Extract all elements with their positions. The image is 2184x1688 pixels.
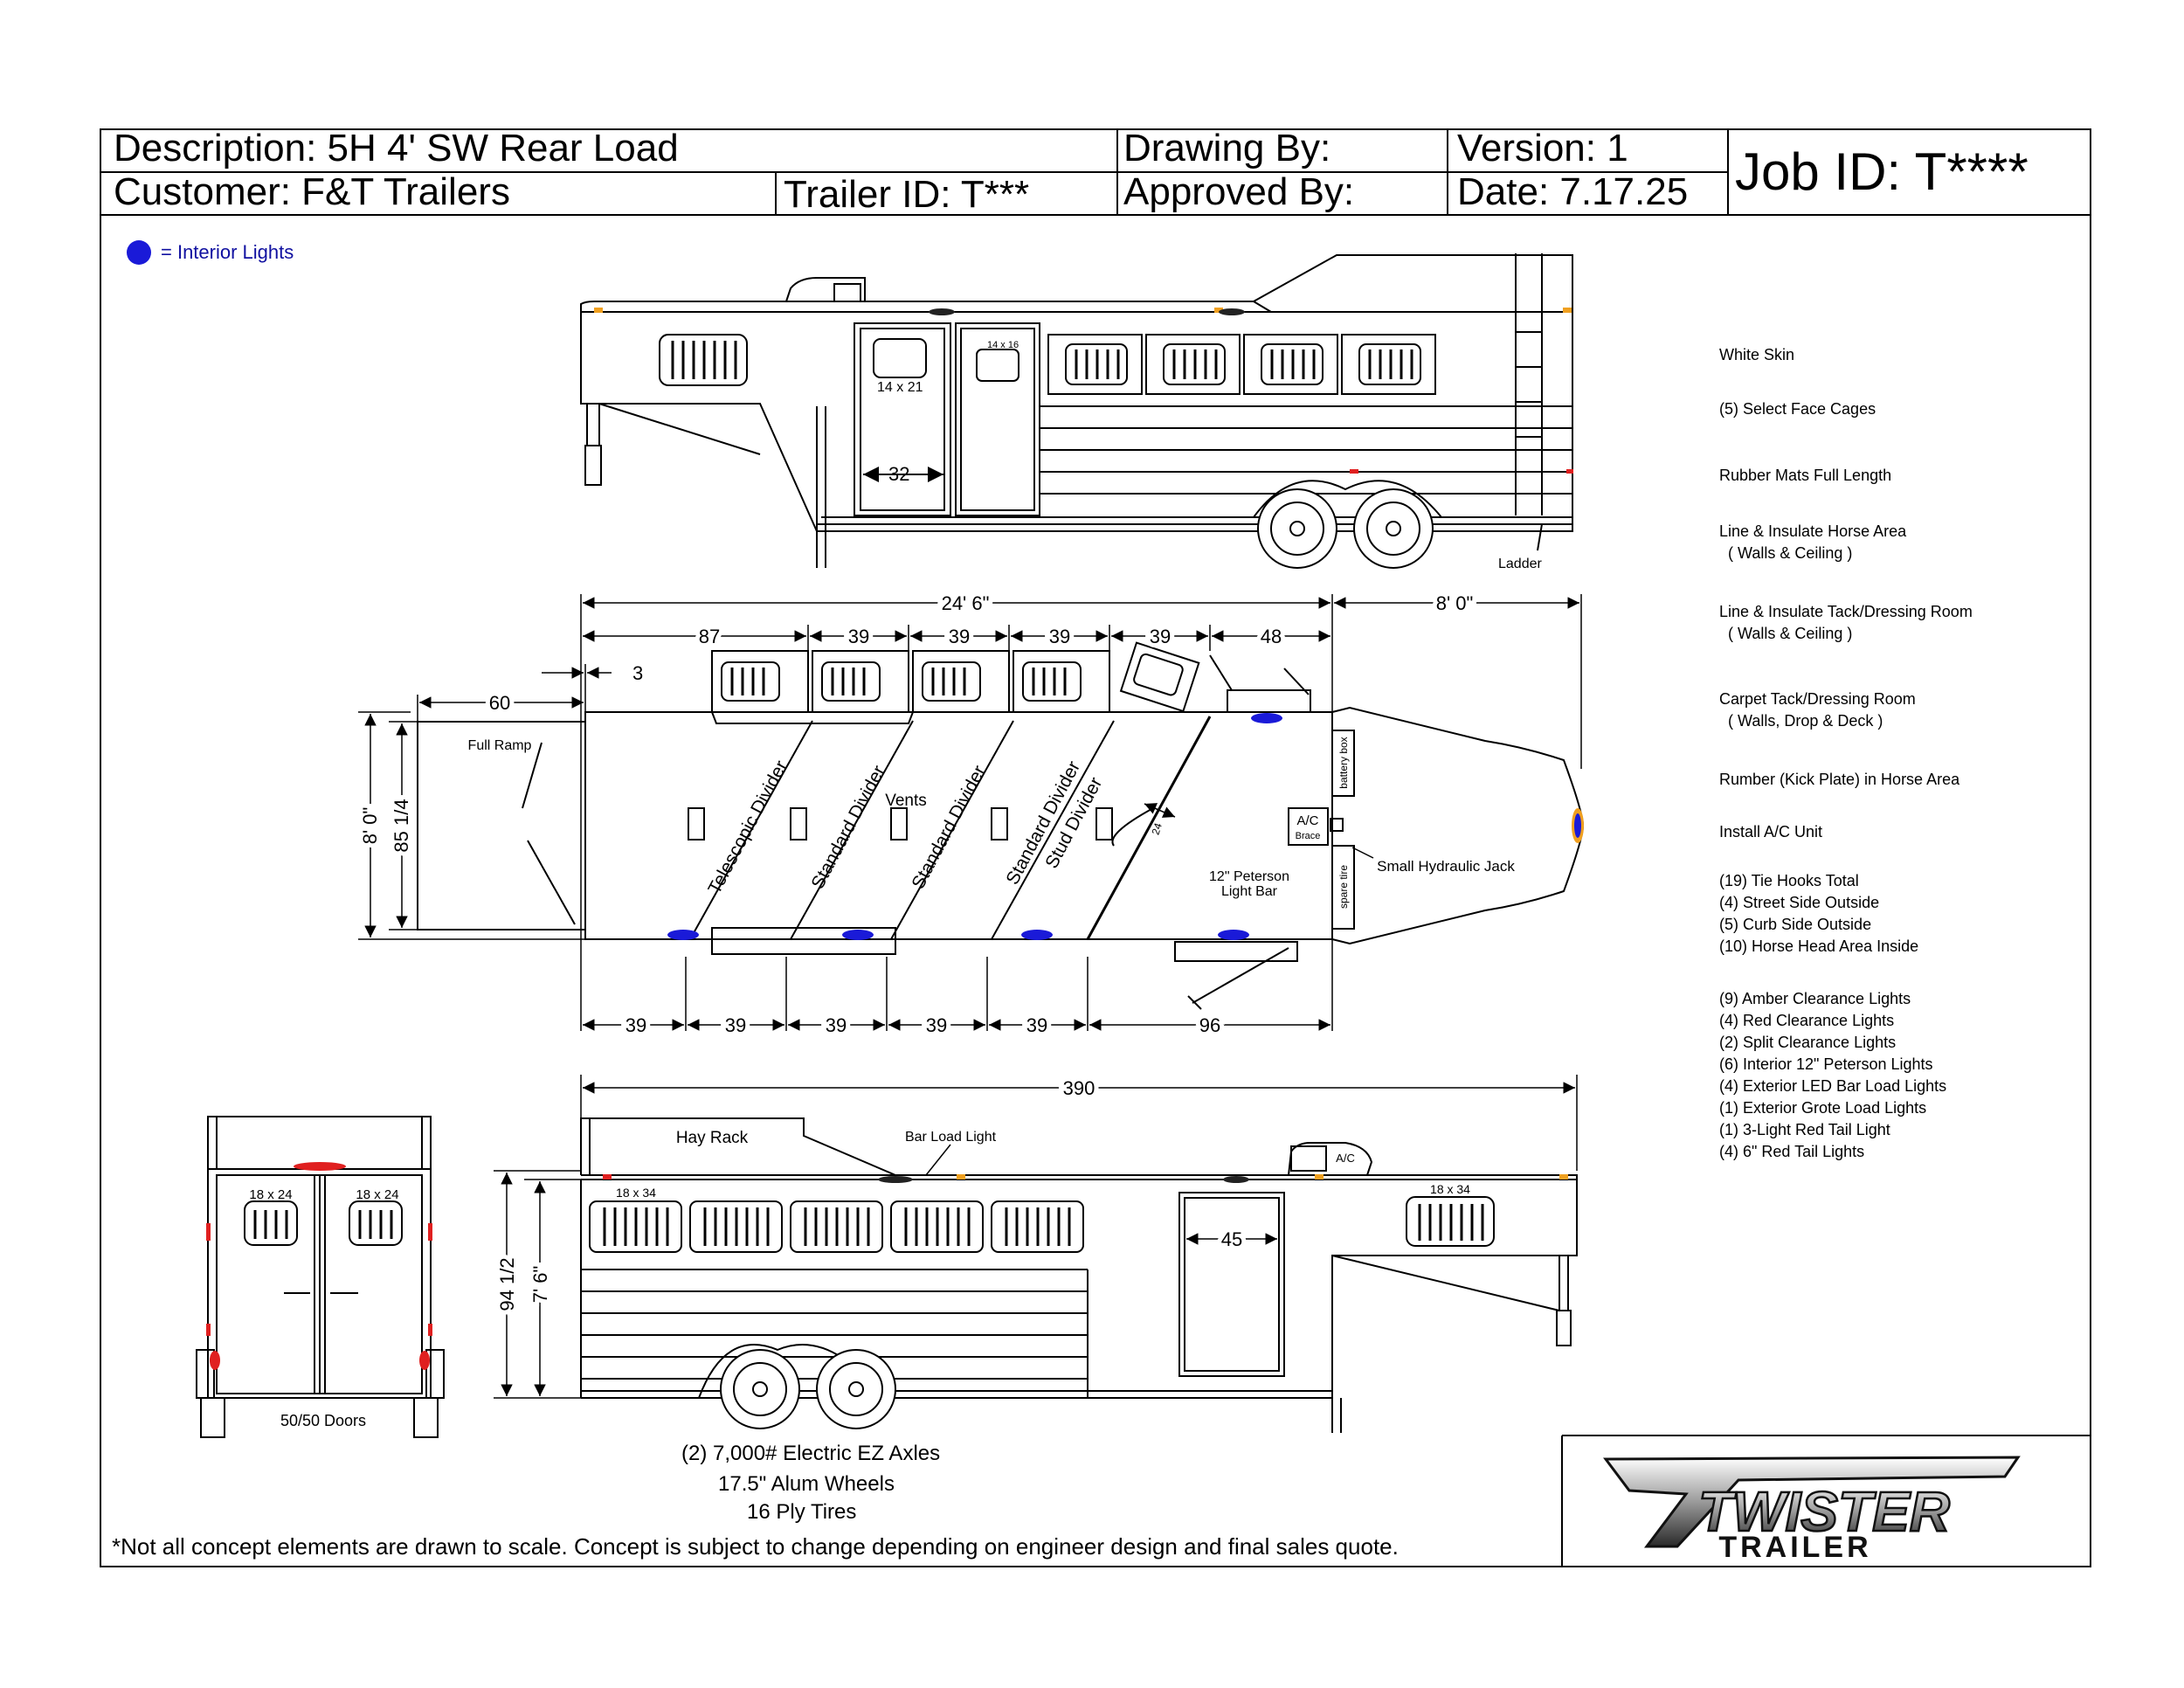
spec-item: Rubber Mats Full Length [1719,467,1892,484]
top-dim-label: 39 [949,626,970,647]
rear-cage-bars [253,1210,393,1239]
ramp-dim-label: 60 [489,692,510,714]
version-field: Version: 1 [1457,127,1628,169]
interior-light-legend-label: = Interior Lights [161,241,294,263]
ac-label: A/C [1336,1152,1355,1165]
date-field: Date: 7.17.25 [1457,170,1689,213]
window-size-label: 14 x 16 [987,340,1019,350]
rear-lights [206,1162,432,1370]
peterson-light-label-1: 12" Peterson [1209,869,1289,884]
hydraulic-jack-label: Small Hydraulic Jack [1377,858,1515,875]
disclaimer-footnote: *Not all concept elements are drawn to s… [112,1533,1399,1560]
floor-plan-dims [358,594,1582,1031]
bottom-dim-label: 39 [725,1014,746,1036]
top-dim-label: 39 [1150,626,1171,647]
rear-doors-label: 50/50 Doors [280,1412,366,1429]
bottom-dim-label: 39 [625,1014,646,1036]
spec-item: Carpet Tack/Dressing Room ( Walls, Drop … [1719,690,1916,730]
overall-length-label: 24' 6" [942,592,990,614]
divider-label: Standard Divider [807,762,889,892]
interior-lights [667,713,1584,940]
bottom-dim-label: 39 [826,1014,847,1036]
offset-dim-label: 3 [632,662,643,684]
spec-item: White Skin [1719,346,1795,363]
axle-spec-3: 16 Ply Tires [747,1500,857,1524]
axle-spec-2: 17.5" Alum Wheels [718,1472,895,1496]
rear-view-labels: 18 x 24 18 x 24 50/50 Doors [249,1187,398,1429]
peterson-light-label-2: Light Bar [1221,884,1278,899]
rear-window-label: 18 x 24 [249,1187,292,1202]
logo-wordmark: TWISTER [1698,1480,1950,1543]
divider-label: Standard Divider [908,762,990,892]
interior-light-legend-dot [127,240,151,265]
cage-bars-floor [730,668,1067,695]
spec-item: (5) Select Face Cages [1719,400,1876,418]
spare-tire-label: spare tire [1337,865,1350,909]
trailer-id-field: Trailer ID: T*** [784,173,1030,216]
top-dim-label: 39 [1049,626,1070,647]
ladder-label: Ladder [1498,557,1542,571]
customer-field: Customer: F&T Trailers [114,170,510,213]
top-dim-label: 48 [1261,626,1282,647]
door-width-label: 45 [1221,1228,1242,1250]
top-dim-label: 39 [848,626,869,647]
cage-bars-top [671,341,1413,379]
description-field: Description: 5H 4' SW Rear Load [114,127,679,169]
twister-trailer-logo: TWISTER TRAILER [1603,1456,2021,1564]
side-view-curbside [580,253,1573,568]
ac-brace-label-1: A/C [1296,813,1318,828]
approved-by-field: Approved By: [1123,170,1355,213]
ramp-label: Full Ramp [468,738,532,753]
vents-label: Vents [885,792,927,810]
wheels-bottom [720,1349,896,1429]
floor-plan [417,641,1585,1010]
bottom-dim-label: 39 [926,1014,947,1036]
floor-plan-arrows [364,597,1579,1031]
job-id-field: Job ID: T**** [1735,142,2028,201]
height-inner-label: 7' 6" [529,1266,551,1304]
top-dim-label: 87 [699,626,720,647]
window-size-label: 14 x 21 [877,380,923,395]
spec-item: Line & Insulate Tack/Dressing Room ( Wal… [1719,603,1973,642]
drawing-by-field: Drawing By: [1123,127,1331,169]
side-view-bottom-labels: 390 Hay Rack Bar Load Light A/C 18 x 34 … [492,1073,1470,1316]
neck-length-label: 8' 0" [1436,592,1474,614]
logo-subword: TRAILER [1718,1531,1871,1564]
battery-box-label: battery box [1337,737,1350,788]
bar-load-light-label: Bar Load Light [905,1130,997,1145]
bottom-dim-label: 39 [1026,1014,1047,1036]
clearance-lights-top [594,308,1573,474]
clearance-lights-bottom [603,1174,1568,1183]
spec-item: (9) Amber Clearance Lights (4) Red Clear… [1719,990,1947,1160]
side-view-bottom-dims [494,1075,1578,1399]
cage-bars-bottom [603,1204,1484,1246]
axle-spec-1: (2) 7,000# Electric EZ Axles [681,1442,941,1465]
height-outer-label: 94 1/2 [496,1257,518,1311]
bottom-dim-label: 96 [1199,1014,1220,1036]
side-view-bottom-arrows [501,1082,1575,1396]
spec-item: Install A/C Unit [1719,823,1823,841]
hay-rack-label: Hay Rack [676,1129,749,1147]
spec-item: Line & Insulate Horse Area ( Walls & Cei… [1719,522,1907,562]
wheels-top [1257,488,1434,569]
divider-label: Telescopic Divider [704,758,791,897]
spec-item: (19) Tie Hooks Total (4) Street Side Out… [1719,872,1919,955]
side-view-streetside [580,1117,1578,1433]
spec-item: Rumber (Kick Plate) in Horse Area [1719,771,1960,788]
width-inner-label: 85 1/4 [390,799,412,852]
title-block [100,128,2091,1567]
window-size-label: 18 x 34 [616,1186,656,1200]
ac-brace-label-2: Brace [1296,831,1321,841]
bar-load-light-leader [925,1144,951,1176]
stud-dim-label: 24 [1149,821,1165,836]
overall-length-390: 390 [1063,1077,1095,1099]
rear-window-label: 18 x 24 [356,1187,398,1202]
width-outer-label: 8' 0" [359,807,381,845]
window-size-label: 18 x 34 [1430,1182,1470,1196]
floor-plan-labels: 24' 6" 8' 0" 87 39 39 39 39 48 3 60 Full… [355,588,1515,1041]
